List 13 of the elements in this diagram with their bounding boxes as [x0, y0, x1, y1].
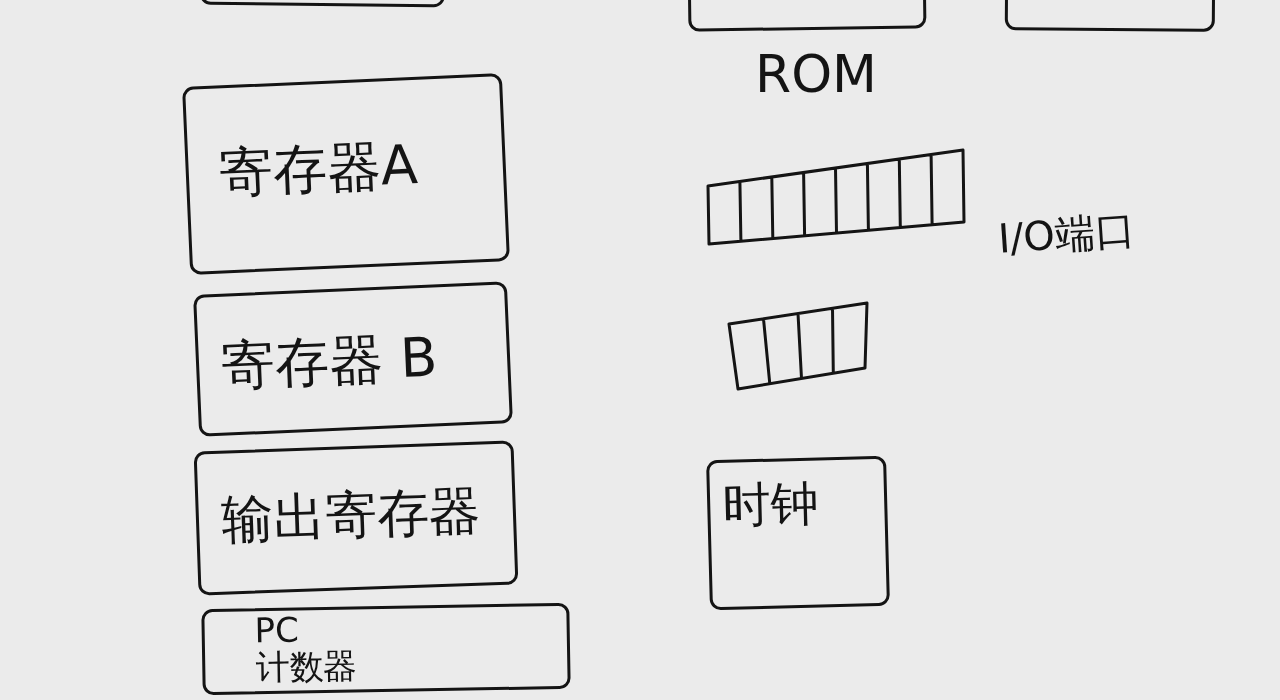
register-label: 寄存器A	[217, 134, 419, 203]
register-box	[182, 73, 510, 275]
segmented-bar	[726, 300, 870, 392]
clock-box	[706, 455, 890, 611]
counter-label: PC 计数器	[254, 610, 359, 688]
register-box	[193, 440, 519, 596]
port-label: I/O端口	[996, 207, 1137, 261]
register-box	[193, 281, 513, 437]
rom-label: ROM	[755, 48, 877, 100]
counter-box	[201, 602, 571, 696]
register-label: 输出寄存器	[220, 482, 482, 549]
clock-label: 时钟	[721, 476, 819, 532]
register-label: 寄存器 B	[219, 327, 439, 397]
